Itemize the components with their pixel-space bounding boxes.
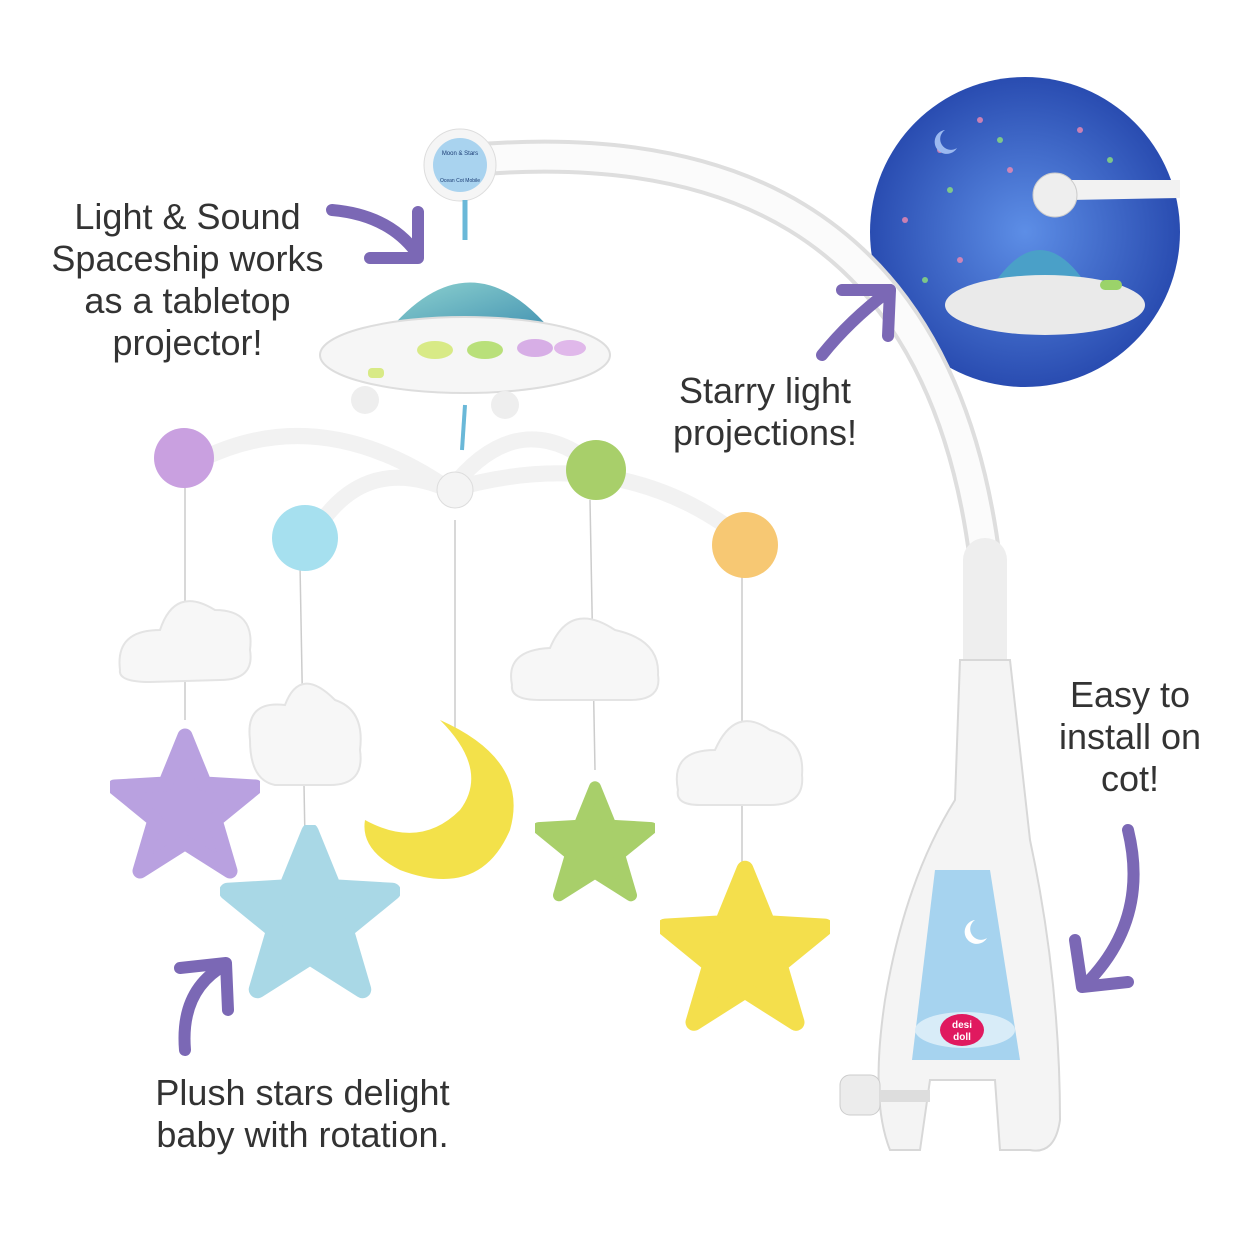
- clamp-base: desi doll: [839, 659, 1062, 1152]
- arrow-projection-icon: [816, 284, 896, 361]
- orange-ball: [712, 512, 778, 578]
- arrow-plush-icon: [174, 957, 234, 1056]
- blue-ball: [272, 505, 338, 571]
- spaceship-projector: [319, 282, 611, 419]
- green-ball: [566, 440, 626, 500]
- svg-text:desi: desi: [952, 1020, 972, 1031]
- arrow-install-icon: [1069, 824, 1140, 993]
- starry-projection-inset: [870, 77, 1180, 387]
- purple-ball: [154, 428, 214, 488]
- green-star: [539, 787, 652, 895]
- arrow-spaceship-icon: [326, 204, 424, 264]
- product-label-disc: Moon & Stars Ocean Cot Mobile: [423, 128, 497, 202]
- callout-projection: Starry light projections!: [672, 370, 858, 453]
- svg-text:Ocean Cot Mobile: Ocean Cot Mobile: [440, 178, 480, 184]
- callout-plush: Plush stars delight baby with rotation.: [155, 1072, 450, 1155]
- callout-install: Easy to install on cot!: [1058, 674, 1202, 799]
- svg-text:Moon & Stars: Moon & Stars: [442, 151, 478, 157]
- purple-star: [115, 736, 256, 871]
- blue-star: [228, 832, 393, 990]
- brand-logo: desi doll: [940, 1014, 984, 1046]
- callout-spaceship: Light & Sound Spaceship works as a table…: [51, 196, 324, 363]
- plush-clouds: [118, 600, 804, 806]
- yellow-star: [665, 869, 825, 1022]
- plush-moon: [364, 720, 514, 879]
- svg-text:doll: doll: [953, 1032, 971, 1043]
